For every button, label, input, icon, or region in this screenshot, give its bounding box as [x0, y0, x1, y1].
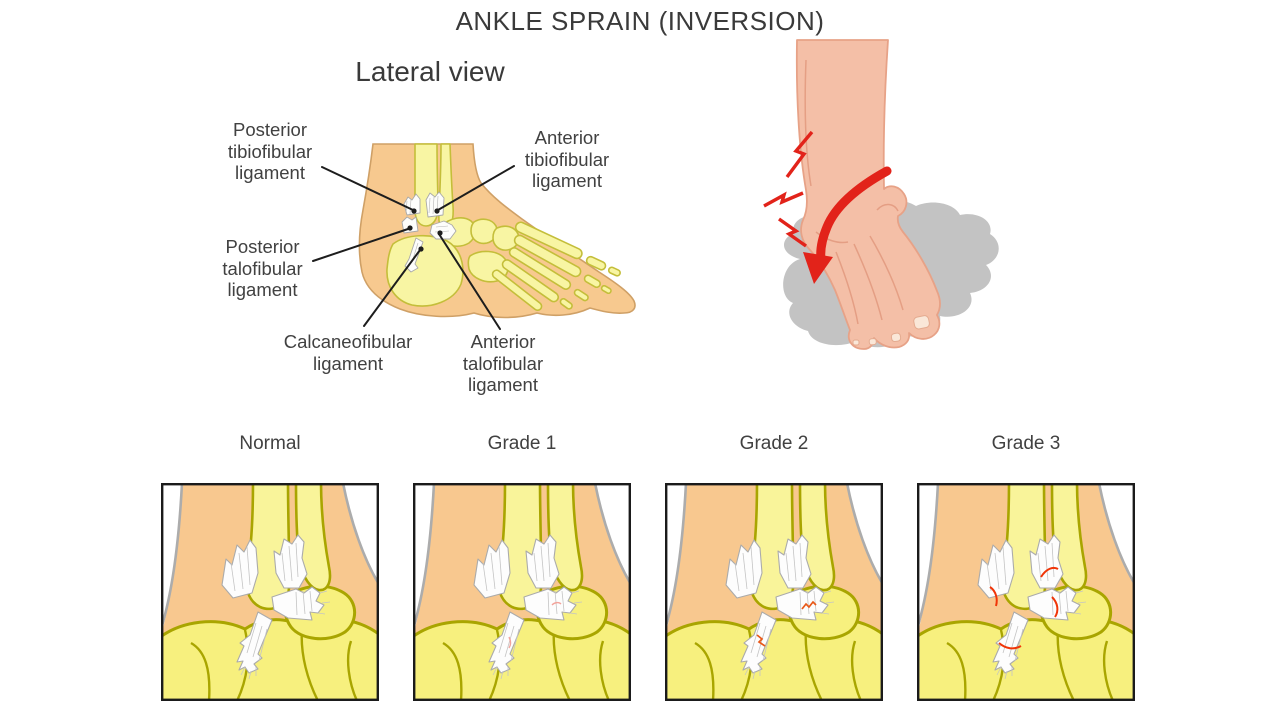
- calcaneus-bone: [386, 234, 464, 307]
- tear-marks-grade1: [508, 601, 562, 649]
- label-posterior-talofibular: Posterior talofibular ligament: [222, 236, 303, 300]
- skin-shading: [804, 59, 904, 325]
- leader-dots: [407, 208, 443, 252]
- label-posterior-tibiofibular: Posterior tibiofibular ligament: [227, 119, 313, 183]
- phalanx-bones: [559, 255, 621, 310]
- leader-lines: [312, 165, 515, 330]
- grade-label-grade2: Grade 2: [739, 433, 809, 454]
- panel-border: [665, 483, 883, 701]
- label-anterior-tibiofibular: Anterior tibiofibular ligament: [524, 127, 610, 191]
- cuneiform-bone: [492, 225, 520, 251]
- pain-flash-icon: [763, 130, 814, 248]
- grade-panel-grade3: [917, 483, 1135, 701]
- lateral-ankle-illustration: [312, 143, 636, 330]
- tear-marks-grade2: [756, 600, 817, 647]
- foot-bones: [386, 143, 621, 312]
- grade-label-normal: Normal: [239, 433, 301, 454]
- page-title: ANKLE SPRAIN (INVERSION): [455, 6, 825, 36]
- panel-border: [161, 483, 379, 701]
- lateral-view-heading: Lateral view: [355, 56, 505, 87]
- toenails: [852, 315, 930, 346]
- inversion-foot-illustration: [763, 39, 999, 350]
- inversion-arrow-icon: [803, 166, 892, 284]
- label-anterior-talofibular: Anterior talofibular ligament: [462, 331, 544, 395]
- metatarsal-bones: [491, 221, 583, 312]
- panel-border: [917, 483, 1135, 701]
- grade-label-grade1: Grade 1: [487, 433, 557, 454]
- grade-panel-grade1: [413, 483, 631, 701]
- fibula-bone: [438, 143, 454, 231]
- grade-panel-normal: [161, 483, 379, 701]
- grade-label-grade3: Grade 3: [991, 433, 1061, 454]
- panel-border: [413, 483, 631, 701]
- grade-panel-grade2: [665, 483, 883, 701]
- leg-and-foot: [795, 39, 941, 350]
- label-calcaneofibular: Calcaneofibular ligament: [283, 331, 413, 374]
- navicular-bone: [470, 218, 498, 245]
- tear-marks-grade3: [989, 566, 1059, 650]
- anterior-talofibular-ligament: [429, 220, 457, 240]
